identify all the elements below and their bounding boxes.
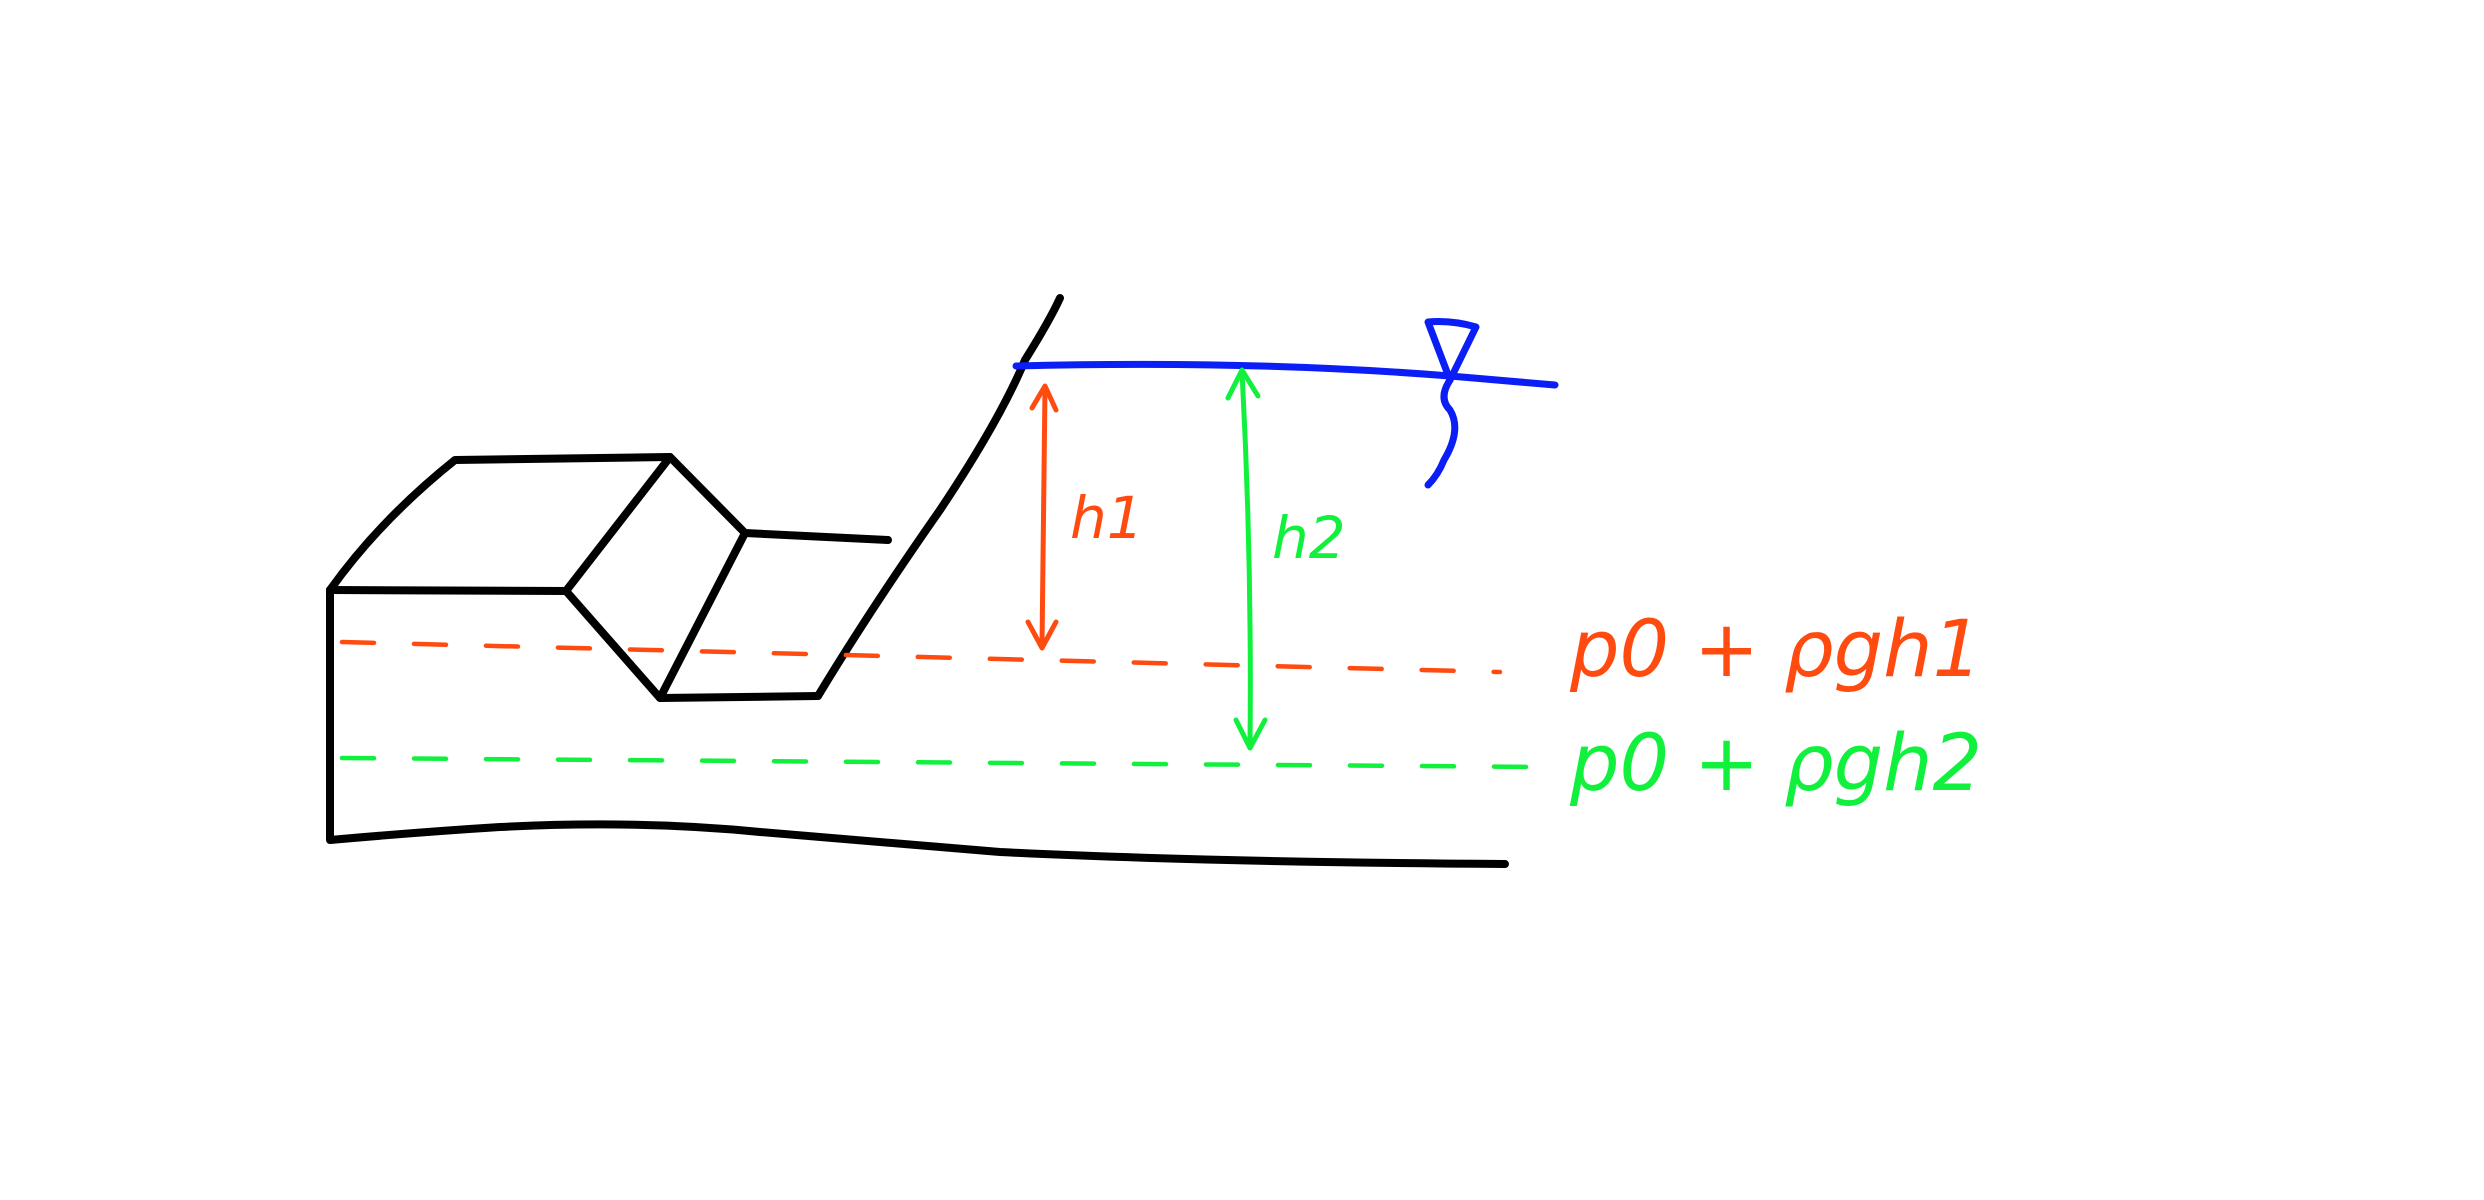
slope-wall: [814, 294, 1064, 700]
water-surface-triangle-icon: [1424, 318, 1480, 489]
block-top-face: [326, 453, 892, 594]
h2-arrow: [1225, 367, 1268, 751]
pressure-label-2: p0 + ρgh2: [1569, 719, 1982, 809]
block-notch-left: [562, 453, 674, 595]
h2-label: h2: [1272, 504, 1346, 572]
h1-arrow: [1025, 383, 1059, 651]
container-body: [326, 586, 1509, 868]
block-notch-bottom: [562, 587, 822, 702]
pressure-label-1: p0 + ρgh1: [1569, 605, 1982, 695]
level-1-dashed-line: [339, 639, 1503, 675]
block-front-top-edge: [326, 586, 570, 595]
h1-label: h1: [1070, 484, 1144, 552]
water-surface: [1012, 318, 1559, 489]
container-outline: [326, 294, 1509, 868]
water-surface-line: [1012, 360, 1559, 389]
level-2-dashed-line: [339, 755, 1551, 770]
block-notch-right: [656, 529, 749, 702]
